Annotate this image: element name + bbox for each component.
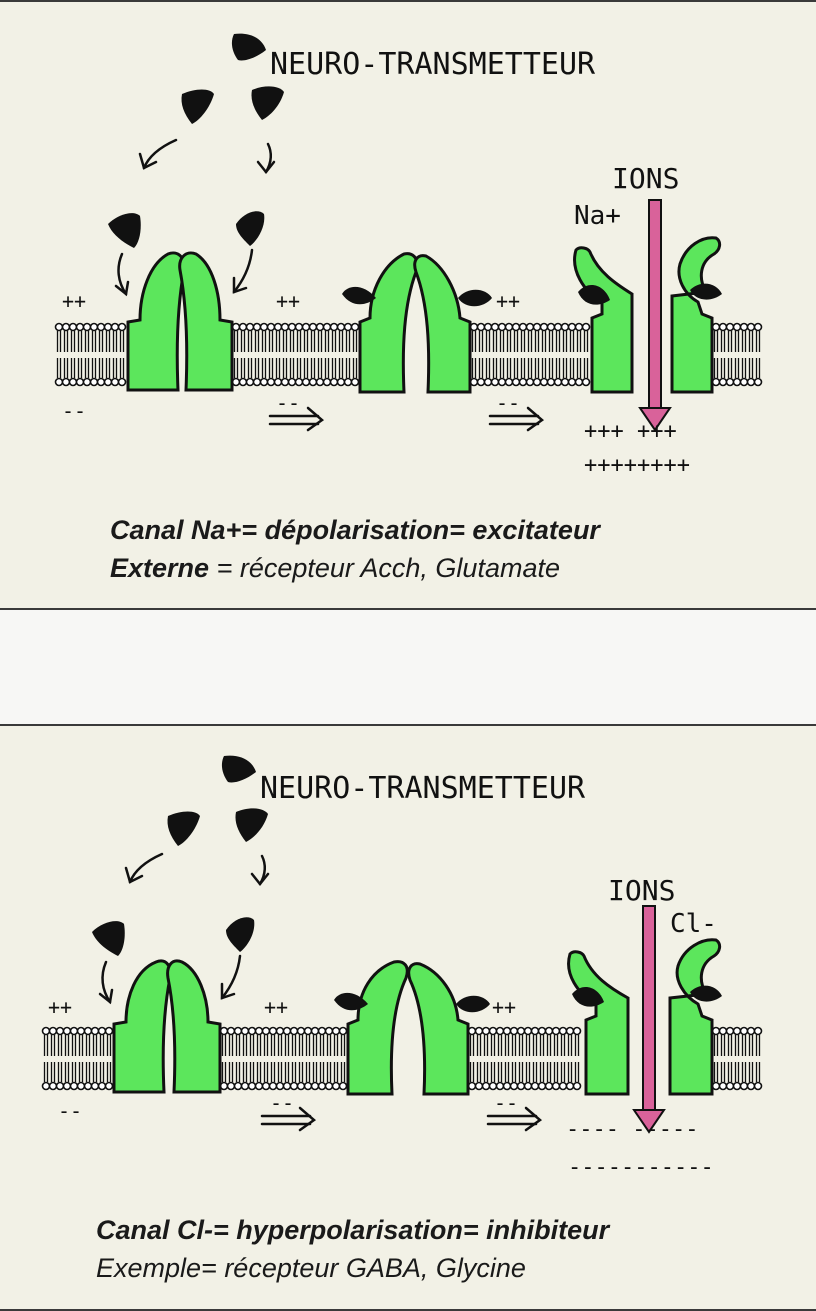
inhibitory-panel: NEURO-TRANSMETTEUR IONS Cl- ++ -- ++ -- … <box>0 724 816 1311</box>
membrane-segment-mid1 <box>231 322 360 387</box>
caption-title: Canal Cl-= hyperpolarisation= inhibiteur <box>0 1212 816 1248</box>
membrane-segment-right <box>711 322 763 387</box>
caption-line-2: Exemple= récepteur GABA, Glycine <box>96 1253 526 1283</box>
bound-neurotransmitter-icon <box>334 992 368 1011</box>
charge-intracellular-ion-row1: +++ +++ <box>584 419 677 444</box>
inhibitory-diagram: NEURO-TRANSMETTEUR IONS Cl- ++ -- ++ -- … <box>41 755 763 1180</box>
panel-separator <box>0 610 816 724</box>
charge-extracellular: ++ <box>48 995 72 1019</box>
neurotransmitter-icon <box>108 33 284 248</box>
membrane-segment-left <box>54 322 127 387</box>
open-ion-channel <box>573 236 722 394</box>
caption-line-2-rest: = récepteur Acch, Glutamate <box>209 553 560 583</box>
excitatory-panel: NEURO-TRANSMETTEUR IONS Na+ ++ -- ++ -- … <box>0 0 816 610</box>
bound-neurotransmitter-icon <box>458 289 492 307</box>
neurotransmitter-label: NEURO-TRANSMETTEUR <box>270 47 596 82</box>
bound-neurotransmitter-icon <box>690 985 722 1002</box>
membrane-segment-mid2 <box>467 1026 582 1091</box>
charge-intracellular-ion-row2: ++++++++ <box>584 453 690 478</box>
charge-extracellular: ++ <box>492 995 516 1019</box>
bound-neurotransmitter-icon <box>578 285 610 305</box>
charge-extracellular: ++ <box>62 289 86 313</box>
ion-symbol: Na+ <box>574 201 621 231</box>
ligand-bound-channel <box>342 252 492 394</box>
charge-intracellular: -- <box>58 1099 82 1123</box>
binding-arrow-icon <box>98 852 270 1005</box>
neurotransmitter-label: NEURO-TRANSMETTEUR <box>260 771 586 806</box>
charge-intracellular-ion-row2: ----------- <box>568 1155 714 1180</box>
charge-intracellular: -- <box>494 1091 518 1115</box>
ligand-bound-channel <box>334 960 490 1096</box>
charge-extracellular: ++ <box>496 289 520 313</box>
neurotransmitter-icon <box>92 755 268 956</box>
bound-neurotransmitter-icon <box>690 283 722 300</box>
ion-flow-arrow-icon <box>638 199 672 432</box>
bound-neurotransmitter-icon <box>456 995 490 1013</box>
bound-neurotransmitter-icon <box>572 987 604 1007</box>
charge-intracellular: -- <box>62 399 86 423</box>
caption-line-1: Canal Na+= dépolarisation= excitateur <box>110 515 600 545</box>
caption-subtitle: Externe = récepteur Acch, Glutamate <box>0 550 816 586</box>
caption-title: Canal Na+= dépolarisation= excitateur <box>0 512 816 548</box>
charge-intracellular: -- <box>276 391 300 415</box>
membrane-segment-right <box>711 1026 763 1091</box>
charge-extracellular: ++ <box>264 995 288 1019</box>
closed-receptor-channel <box>112 959 222 1094</box>
bound-neurotransmitter-icon <box>342 286 376 305</box>
caption-line-2-bold: Externe <box>110 553 210 583</box>
open-ion-channel <box>567 938 722 1096</box>
current-flow-arrow-icon <box>260 1106 543 1132</box>
excitatory-diagram: NEURO-TRANSMETTEUR IONS Na+ ++ -- ++ -- … <box>54 33 763 478</box>
ion-symbol: Cl- <box>670 909 717 939</box>
closed-receptor-channel <box>126 251 234 392</box>
charge-intracellular-ion-row1: ---- ----- <box>566 1117 698 1142</box>
charge-intracellular: -- <box>270 1091 294 1115</box>
membrane-segment-mid2 <box>469 322 591 387</box>
ions-label: IONS <box>612 162 679 195</box>
binding-arrow-icon <box>114 138 276 297</box>
membrane-segment-left <box>41 1026 114 1091</box>
caption-line-1: Canal Cl-= hyperpolarisation= inhibiteur <box>96 1215 610 1245</box>
ion-flow-arrow-icon <box>632 905 666 1134</box>
charge-intracellular: -- <box>496 391 520 415</box>
charge-extracellular: ++ <box>276 289 300 313</box>
membrane-segment-mid1 <box>219 1026 348 1091</box>
ions-label: IONS <box>608 874 675 907</box>
caption-subtitle: Exemple= récepteur GABA, Glycine <box>0 1250 816 1286</box>
current-flow-arrow-icon <box>268 406 545 432</box>
